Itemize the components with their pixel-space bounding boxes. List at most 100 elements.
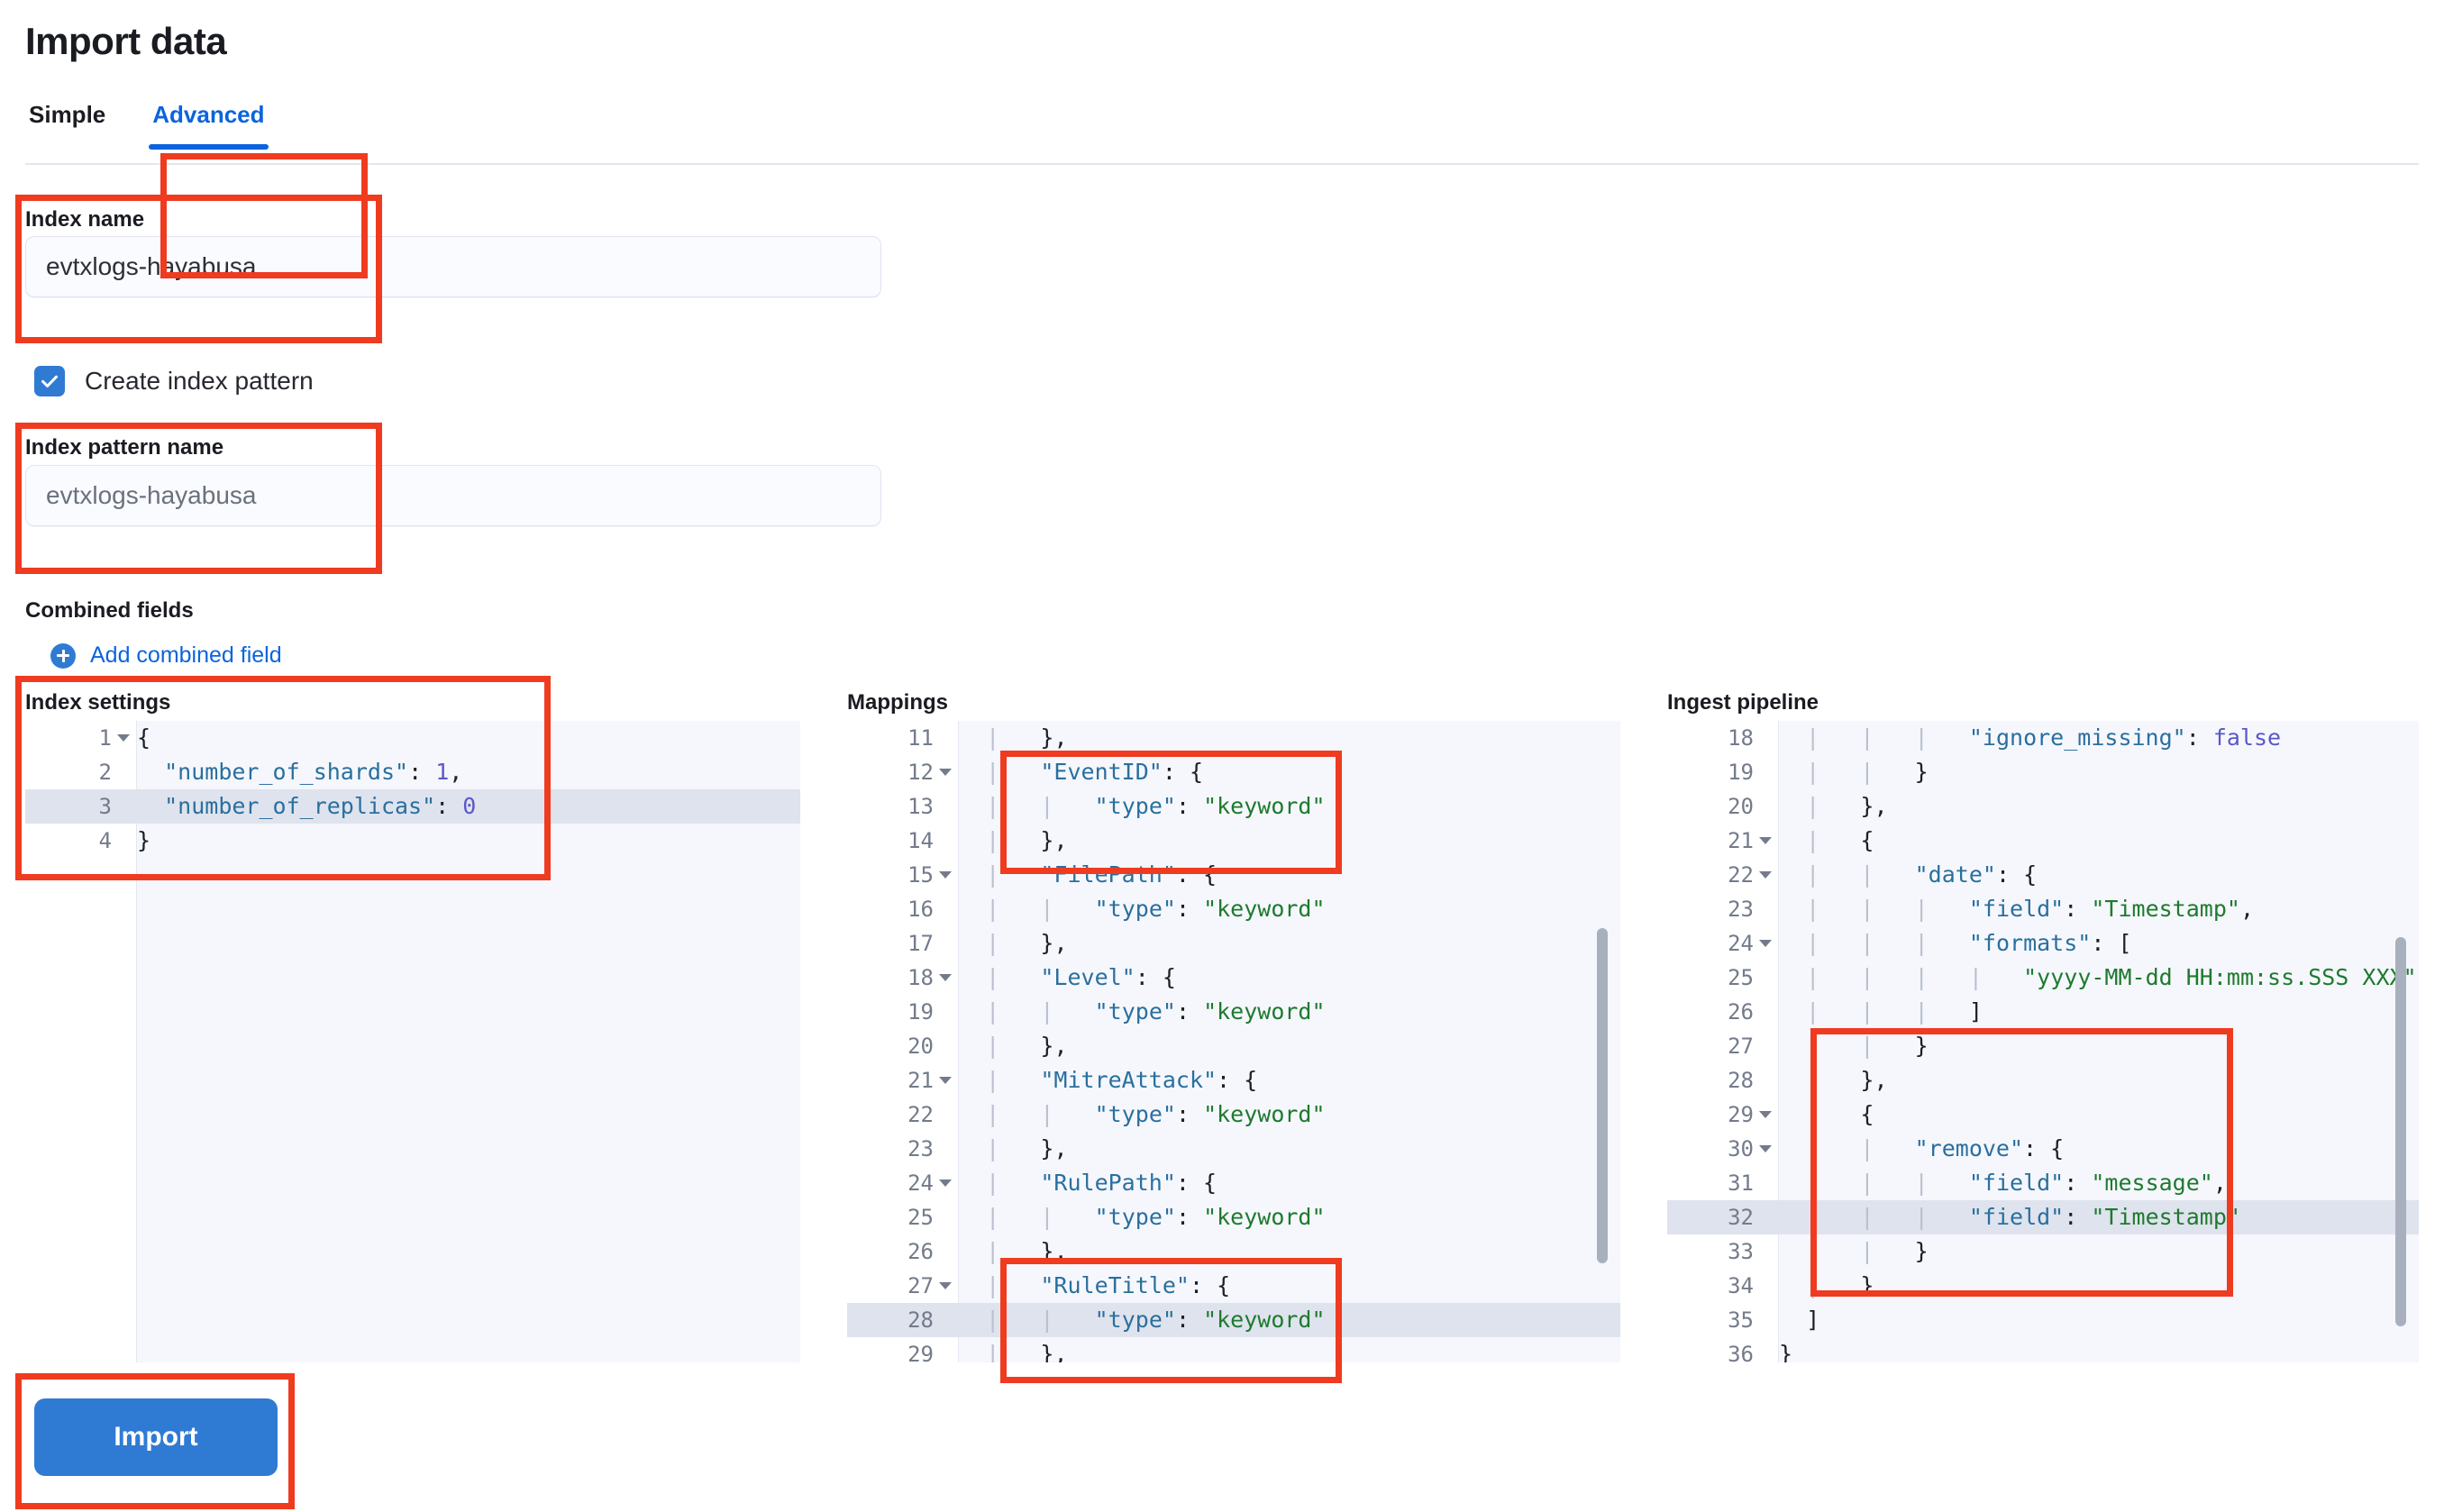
fold-arrow-icon[interactable] bbox=[1759, 837, 1772, 844]
ingest-pipeline-scrollbar-thumb[interactable] bbox=[2395, 937, 2406, 1326]
fold-arrow-icon[interactable] bbox=[1759, 871, 1772, 879]
index-settings-label: Index settings bbox=[25, 690, 171, 715]
code-text: | | | "formats": [ bbox=[1806, 930, 2132, 956]
line-number: 1 bbox=[25, 721, 112, 755]
code-line[interactable]: 21 | { bbox=[1667, 824, 2419, 858]
code-line[interactable]: 35 ] bbox=[1667, 1303, 2419, 1337]
line-number: 21 bbox=[847, 1063, 934, 1098]
code-line[interactable]: 22 | | "type": "keyword" bbox=[847, 1098, 1620, 1132]
code-line[interactable]: 12 | "EventID": { bbox=[847, 755, 1620, 789]
code-line[interactable]: 30 | | "remove": { bbox=[1667, 1132, 2419, 1166]
mappings-editor[interactable]: 11 | },12 | "EventID": {13 | | "type": "… bbox=[847, 721, 1620, 1362]
code-line[interactable]: 28 | | "type": "keyword" bbox=[847, 1303, 1620, 1337]
line-number: 28 bbox=[1667, 1063, 1754, 1098]
code-line[interactable]: 28 | }, bbox=[1667, 1063, 2419, 1098]
tab-simple[interactable]: Simple bbox=[29, 101, 106, 128]
code-line[interactable]: 33 | | } bbox=[1667, 1234, 2419, 1269]
code-text: | { bbox=[1806, 1101, 1874, 1127]
fold-arrow-icon[interactable] bbox=[939, 1180, 952, 1187]
code-text: | | "type": "keyword" bbox=[986, 793, 1326, 819]
code-line[interactable]: 11 | }, bbox=[847, 721, 1620, 755]
tab-bar: Simple Advanced bbox=[25, 97, 308, 150]
code-line[interactable]: 23 | }, bbox=[847, 1132, 1620, 1166]
code-line[interactable]: 31 | | | "field": "message", bbox=[1667, 1166, 2419, 1200]
add-combined-field-button[interactable]: Add combined field bbox=[50, 642, 282, 669]
code-line[interactable]: 18 | "Level": { bbox=[847, 961, 1620, 995]
code-line[interactable]: 26 | | | ] bbox=[1667, 995, 2419, 1029]
mappings-scrollbar-thumb[interactable] bbox=[1597, 928, 1608, 1263]
code-line[interactable]: 19 | | } bbox=[1667, 755, 2419, 789]
line-number: 21 bbox=[1667, 824, 1754, 858]
code-line[interactable]: 2 "number_of_shards": 1, bbox=[25, 755, 800, 789]
code-line[interactable]: 22 | | "date": { bbox=[1667, 858, 2419, 892]
code-text: ] bbox=[1806, 1307, 1820, 1333]
page-title: Import data bbox=[25, 20, 227, 62]
code-text: | | "date": { bbox=[1806, 861, 2038, 888]
fold-arrow-icon[interactable] bbox=[1759, 1111, 1772, 1118]
code-line[interactable]: 23 | | | "field": "Timestamp", bbox=[1667, 892, 2419, 926]
code-line[interactable]: 26 | }, bbox=[847, 1234, 1620, 1269]
index-name-input[interactable]: evtxlogs-hayabusa bbox=[25, 236, 881, 297]
code-text: | }, bbox=[986, 1341, 1068, 1362]
code-line[interactable]: 15 | "FilePath": { bbox=[847, 858, 1620, 892]
fold-arrow-icon[interactable] bbox=[1759, 940, 1772, 947]
line-number: 24 bbox=[1667, 926, 1754, 961]
code-line[interactable]: 34 | } bbox=[1667, 1269, 2419, 1303]
code-text: | "RuleTitle": { bbox=[986, 1272, 1231, 1298]
code-line[interactable]: 1{ bbox=[25, 721, 800, 755]
index-settings-editor[interactable]: 1{2 "number_of_shards": 1,3 "number_of_r… bbox=[25, 721, 800, 1362]
index-pattern-name-input[interactable]: evtxlogs-hayabusa bbox=[25, 465, 881, 526]
import-button[interactable]: Import bbox=[34, 1398, 278, 1476]
line-number: 27 bbox=[1667, 1029, 1754, 1063]
code-line[interactable]: 21 | "MitreAttack": { bbox=[847, 1063, 1620, 1098]
fold-arrow-icon[interactable] bbox=[939, 769, 952, 776]
code-line[interactable]: 4} bbox=[25, 824, 800, 858]
tab-advanced[interactable]: Advanced bbox=[149, 97, 269, 150]
index-name-label: Index name bbox=[25, 207, 145, 232]
code-line[interactable]: 25 | | "type": "keyword" bbox=[847, 1200, 1620, 1234]
create-index-pattern-checkbox[interactable]: Create index pattern bbox=[34, 366, 314, 396]
line-number: 16 bbox=[847, 892, 934, 926]
line-number: 31 bbox=[1667, 1166, 1754, 1200]
code-text: | | "remove": { bbox=[1806, 1135, 2065, 1161]
line-number: 12 bbox=[847, 755, 934, 789]
code-line[interactable]: 32 | | | "field": "Timestamp" bbox=[1667, 1200, 2419, 1234]
fold-arrow-icon[interactable] bbox=[939, 974, 952, 981]
code-line[interactable]: 20 | }, bbox=[1667, 789, 2419, 824]
code-line[interactable]: 27 | "RuleTitle": { bbox=[847, 1269, 1620, 1303]
code-line[interactable]: 29 | { bbox=[1667, 1098, 2419, 1132]
fold-arrow-icon[interactable] bbox=[939, 1282, 952, 1289]
code-line[interactable]: 14 | }, bbox=[847, 824, 1620, 858]
line-number: 29 bbox=[1667, 1098, 1754, 1132]
code-text: | | } bbox=[1806, 759, 1929, 785]
code-line[interactable]: 24 | | | "formats": [ bbox=[1667, 926, 2419, 961]
code-text: | }, bbox=[986, 930, 1068, 956]
fold-arrow-icon[interactable] bbox=[939, 871, 952, 879]
fold-arrow-icon[interactable] bbox=[939, 1077, 952, 1084]
code-line[interactable]: 27 | | } bbox=[1667, 1029, 2419, 1063]
code-text: | "RulePath": { bbox=[986, 1170, 1217, 1196]
tab-divider bbox=[25, 163, 2419, 165]
line-number: 20 bbox=[1667, 789, 1754, 824]
code-line[interactable]: 19 | | "type": "keyword" bbox=[847, 995, 1620, 1029]
code-text: | }, bbox=[986, 1238, 1068, 1264]
fold-arrow-icon[interactable] bbox=[1759, 1145, 1772, 1152]
code-text: | | | "ignore_missing": false bbox=[1806, 724, 2282, 751]
code-line[interactable]: 25 | | | | "yyyy-MM-dd HH:mm:ss.SSS XXX" bbox=[1667, 961, 2419, 995]
code-line[interactable]: 18 | | | "ignore_missing": false bbox=[1667, 721, 2419, 755]
code-text: | }, bbox=[986, 1033, 1068, 1059]
code-line[interactable]: 17 | }, bbox=[847, 926, 1620, 961]
line-number: 23 bbox=[847, 1132, 934, 1166]
code-text: | }, bbox=[986, 724, 1068, 751]
code-line[interactable]: 29 | }, bbox=[847, 1337, 1620, 1362]
fold-arrow-icon[interactable] bbox=[117, 734, 130, 742]
code-line[interactable]: 13 | | "type": "keyword" bbox=[847, 789, 1620, 824]
code-line[interactable]: 16 | | "type": "keyword" bbox=[847, 892, 1620, 926]
code-text: | }, bbox=[986, 1135, 1068, 1161]
code-line[interactable]: 24 | "RulePath": { bbox=[847, 1166, 1620, 1200]
code-line[interactable]: 3 "number_of_replicas": 0 bbox=[25, 789, 800, 824]
code-line[interactable]: 36} bbox=[1667, 1337, 2419, 1362]
code-text: | | "type": "keyword" bbox=[986, 1204, 1326, 1230]
code-line[interactable]: 20 | }, bbox=[847, 1029, 1620, 1063]
